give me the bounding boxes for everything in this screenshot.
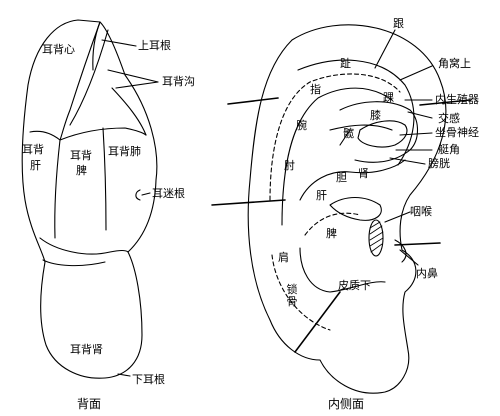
inner-crus-upper (339, 101, 419, 163)
label-toe: 趾 (340, 57, 351, 70)
probe-lower (294, 291, 341, 353)
inner-pointer-pharynx (384, 211, 411, 223)
inner-ear-outline (247, 24, 447, 394)
back-groove-line-1 (59, 21, 101, 141)
inner-concha-lower-dashed (304, 212, 361, 236)
inner-lobe-dashed (271, 254, 331, 331)
label-internal-nose: 内鼻 (416, 267, 438, 280)
inner-tragus-notch (394, 239, 407, 263)
label-groove: 耳背沟 (162, 75, 195, 88)
label-upper-root: 上耳根 (138, 39, 171, 52)
label-sympathetic: 交感 (438, 112, 460, 125)
label-spleen-bottom: 脾 (76, 164, 87, 177)
caption-back: 背面 (77, 397, 102, 411)
back-groove-line-2 (69, 29, 109, 126)
inner-triangular-fossa (357, 120, 408, 148)
back-lower-curve (39, 237, 129, 255)
back-middle-left-line (29, 130, 61, 141)
back-upper-root-pointer (101, 39, 137, 47)
label-heart: 耳背心 (42, 43, 75, 56)
label-sciatic: 坐骨神经 (435, 126, 479, 139)
inner-antihelix-dashed (269, 73, 401, 201)
label-kidney-inner: 肾 (358, 167, 369, 180)
label-subcortex: 皮质下 (338, 279, 371, 292)
inner-concha-shape (329, 196, 382, 221)
back-middle-right-line (59, 127, 147, 141)
label-internal-genitalia: 内生殖器 (435, 93, 479, 106)
label-heel: 跟 (393, 17, 404, 30)
back-upper-bulge (111, 87, 147, 136)
label-vagus-root: 耳迷根 (152, 187, 185, 200)
inner-pointer-ankle (339, 129, 351, 146)
back-notch (135, 189, 141, 201)
back-inner-lobe-curve (42, 259, 106, 267)
label-knee: 膝 (370, 109, 381, 122)
label-ankle: 踝 (383, 91, 394, 104)
label-triangular-upper: 角窝上 (438, 57, 471, 70)
label-lower-root: 下耳根 (132, 373, 165, 386)
inner-concha-curve (299, 159, 406, 201)
label-lung: 耳背肺 (108, 145, 141, 158)
inner-view-drawing (247, 24, 447, 394)
probe-middle (211, 199, 286, 206)
probe-sticks (211, 97, 471, 353)
label-kidney-back: 耳背肾 (70, 343, 103, 356)
label-wrist: 腕 (296, 119, 307, 132)
label-shoulder: 肩 (278, 251, 289, 264)
label-liver-top: 耳背 (22, 143, 44, 156)
probe-upper (227, 97, 279, 105)
label-finger: 指 (310, 83, 321, 96)
label-pancreas-gallbladder: 胆 (336, 171, 347, 184)
label-pharynx: 咽喉 (410, 205, 432, 218)
inner-crus-lower (329, 124, 393, 131)
inner-pointer-nose (399, 249, 419, 266)
caption-inner: 内侧面 (328, 397, 365, 411)
inner-antitragus-line (299, 247, 386, 293)
back-groove-pointer-1 (107, 69, 159, 83)
label-liver-inner: 肝 (316, 189, 327, 202)
ear-canal (368, 219, 384, 257)
inner-pointer-heel (374, 29, 396, 69)
back-lower-root-pointer (117, 373, 131, 377)
inner-helix-inner (297, 59, 415, 166)
back-vertical-divider-right (102, 127, 107, 231)
ear-canal-hatching (368, 219, 384, 257)
label-bladder: 膀胱 (428, 157, 450, 170)
inner-pointer-sympathetic (407, 111, 433, 119)
inner-pointer-bladder (389, 157, 426, 165)
probe-right-upper (419, 99, 471, 106)
label-spleen-inner: 脾 (326, 227, 337, 240)
back-ear-outline (21, 19, 158, 379)
inner-pointer-sciatic (399, 132, 433, 136)
back-ear-top-fold (92, 21, 101, 71)
label-hip: 髋 (343, 127, 354, 140)
back-groove-pointer-2 (115, 81, 159, 89)
back-vagus-pointer (141, 192, 151, 196)
label-clavicle: 锁骨 (286, 283, 298, 308)
probe-right-lower (394, 242, 441, 246)
back-view-drawing (21, 19, 159, 379)
label-spleen-top: 耳背 (70, 149, 92, 162)
back-vertical-divider-left (54, 139, 61, 239)
inner-antihelix-outer (281, 87, 393, 226)
label-cymba-angle: 艇角 (438, 143, 460, 156)
inner-pointer-triangular (399, 65, 433, 81)
label-liver-bottom: 肝 (30, 159, 41, 172)
label-elbow: 肘 (284, 159, 295, 172)
